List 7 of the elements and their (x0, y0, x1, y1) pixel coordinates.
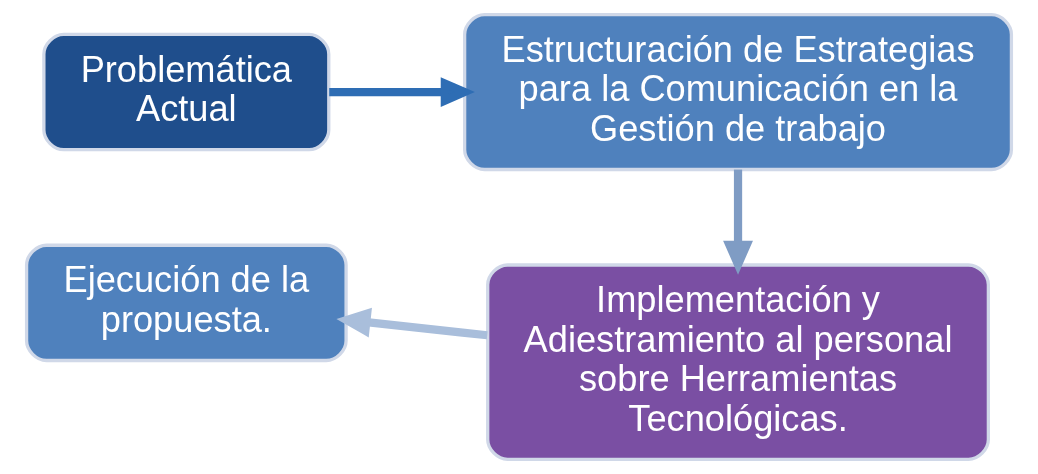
arrow (329, 77, 475, 107)
node-box: Implementación y Adiestramiento al personal sobre Herramientas Tecnológicas. (486, 263, 990, 461)
node-box: Problemática Actual (42, 32, 331, 152)
node-box: Ejecución de la propuesta. (24, 243, 348, 363)
arrow (336, 307, 488, 340)
arrow (723, 169, 753, 275)
node-box: Estructuración de Estrategias para la Comunicación en la Gestión de trabajo (463, 13, 1014, 172)
